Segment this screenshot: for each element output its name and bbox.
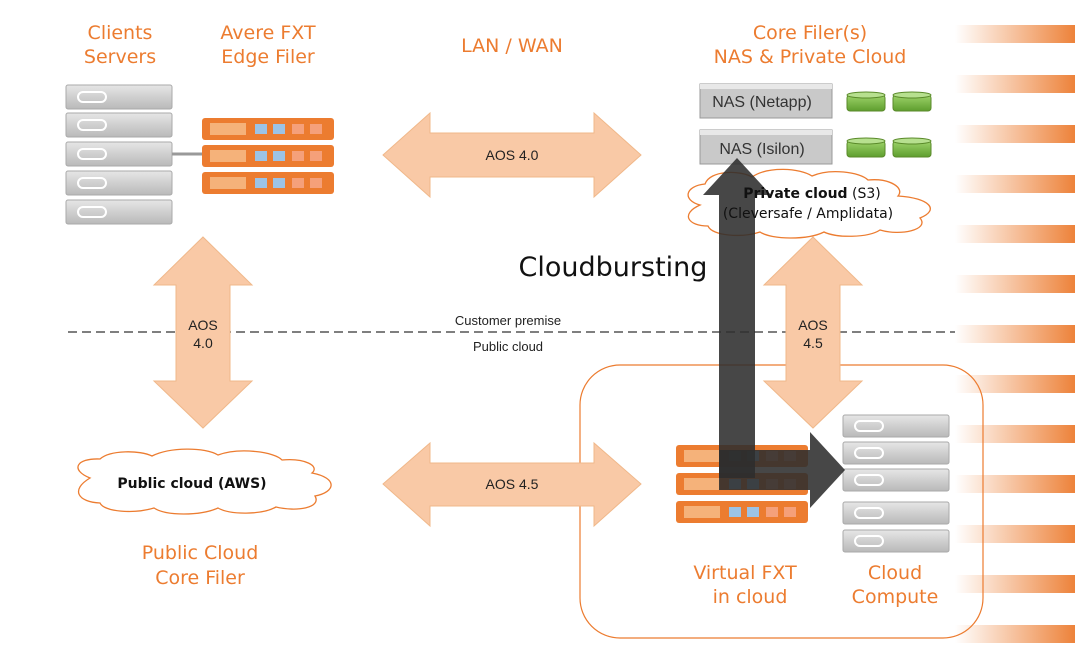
private-cloud-suffix: (S3) [848, 186, 881, 202]
cloud-compute-rack-icon [842, 414, 950, 553]
bottom-arrow-label: AOS 4.5 [486, 476, 539, 492]
public-core-filer-label-1: Public Cloud [142, 542, 259, 564]
cloud-compute-label-2: Compute [852, 586, 939, 608]
cloudbursting-up-arrow [703, 158, 771, 478]
decorative-stripes [955, 25, 1075, 643]
core-filers-label-2: NAS & Private Cloud [714, 46, 907, 68]
public-core-filer-label-2: Core Filer [155, 567, 245, 589]
nas-isilon-label: NAS (Isilon) [719, 141, 804, 158]
right-vertical-arrow [762, 236, 864, 429]
private-cloud-bold: Private cloud [743, 186, 847, 202]
left-vertical-arrow [152, 236, 254, 429]
virtual-fxt-label-2: in cloud [713, 586, 788, 608]
public-cloud-shape [77, 448, 332, 515]
client-server-rack-icon [65, 84, 173, 225]
cloudbursting-right-arrow [719, 432, 845, 508]
left-arrow-label-1: AOS [188, 317, 218, 333]
edge-filer-label-2: Edge Filer [221, 46, 315, 68]
nas-netapp-label: NAS (Netapp) [712, 94, 812, 111]
private-cloud-line1: Private cloud (S3) [743, 186, 880, 202]
clients-servers-label-1: Clients [88, 22, 153, 44]
top-arrow-label: AOS 4.0 [486, 147, 539, 163]
nas-netapp: NAS (Netapp) [699, 83, 833, 119]
left-arrow-label-2: 4.0 [193, 335, 213, 351]
lan-wan-label: LAN / WAN [461, 35, 563, 57]
lan-wan-arrow [382, 111, 642, 199]
clients-servers-label-2: Servers [84, 46, 156, 68]
public-cloud-aws-label: Public cloud (AWS) [117, 476, 266, 492]
core-filers-label-1: Core Filer(s) [753, 22, 867, 44]
public-cloud-boundary-label: Public cloud [473, 339, 543, 354]
virtual-fxt-label-1: Virtual FXT [693, 562, 797, 584]
disk-icons [846, 91, 932, 158]
right-arrow-label-1: AOS [798, 317, 828, 333]
public-cloud-arrow [382, 441, 642, 528]
nas-isilon: NAS (Isilon) [699, 129, 833, 165]
edge-filer-label-1: Avere FXT [220, 22, 316, 44]
cloud-compute-label-1: Cloud [868, 562, 922, 584]
customer-premise-label: Customer premise [455, 313, 561, 328]
cloudbursting-label: Cloudbursting [519, 252, 708, 283]
edge-filer-icon [202, 118, 334, 194]
right-arrow-label-2: 4.5 [803, 335, 823, 351]
private-cloud-line2: (Cleversafe / Amplidata) [723, 206, 893, 222]
